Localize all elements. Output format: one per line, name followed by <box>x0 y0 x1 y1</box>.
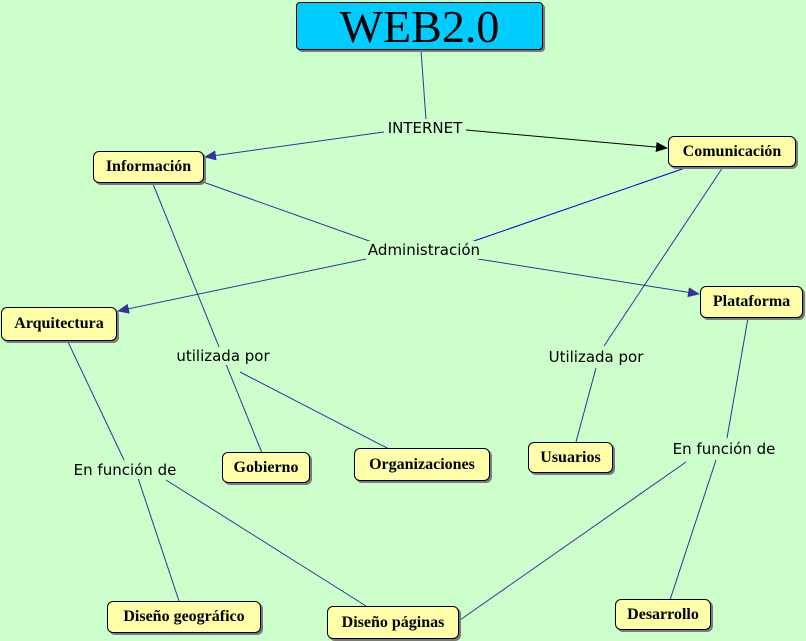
concept-diseno-paginas[interactable]: Diseño páginas <box>327 606 459 639</box>
connector-administracion-arquitectura <box>117 258 367 314</box>
connector-internet-informacion <box>204 131 385 161</box>
concept-desarrollo[interactable]: Desarrollo <box>615 599 711 630</box>
concept-gobierno[interactable]: Gobierno <box>222 452 310 483</box>
connector-enfuncion-desarrollo <box>669 459 717 601</box>
concept-diseno-geografico[interactable]: Diseño geográfico <box>107 601 261 633</box>
linking-phrase-utilizada-por-usuarios[interactable]: Utilizada por <box>546 348 646 366</box>
concept-arquitectura[interactable]: Arquitectura <box>1 307 117 341</box>
connector-plataforma-enfuncion <box>726 317 749 439</box>
connector-comunicacion-administracion <box>470 166 689 243</box>
linking-phrase-en-funcion-right[interactable]: En función de <box>670 440 778 458</box>
connector-enfuncion-disenopag <box>165 479 367 607</box>
concept-usuarios[interactable]: Usuarios <box>528 442 613 473</box>
connector-comunicacion-utilizada <box>603 166 724 347</box>
connector-enfuncion-disenogeo <box>137 477 180 602</box>
connector-arquitectura-enfuncion <box>67 341 125 461</box>
concept-organizaciones[interactable]: Organizaciones <box>354 448 490 481</box>
concept-informacion[interactable]: Información <box>93 151 204 183</box>
concept-plataforma[interactable]: Plataforma <box>700 286 803 318</box>
connector-utilizada-usuarios <box>575 367 597 443</box>
connector-informacion-administracion <box>202 181 373 243</box>
linking-phrase-internet[interactable]: INTERNET <box>385 119 465 137</box>
connector-internet-comunicacion <box>465 129 668 152</box>
connector-web-internet <box>420 49 427 121</box>
linking-phrase-administracion[interactable]: Administración <box>365 241 483 259</box>
connector-enfuncion-disenopag-right <box>459 461 687 621</box>
concept-comunicacion[interactable]: Comunicación <box>668 136 796 167</box>
linking-phrase-en-funcion-left[interactable]: En función de <box>71 461 179 479</box>
connector-utilizada-organizaciones <box>239 371 390 450</box>
linking-phrase-utilizada-por[interactable]: utilizada por <box>174 347 272 365</box>
connector-administracion-plataforma <box>477 258 700 298</box>
root-node-web20[interactable]: WEB2.0 <box>296 1 543 52</box>
connector-informacion-gobierno <box>152 183 263 454</box>
